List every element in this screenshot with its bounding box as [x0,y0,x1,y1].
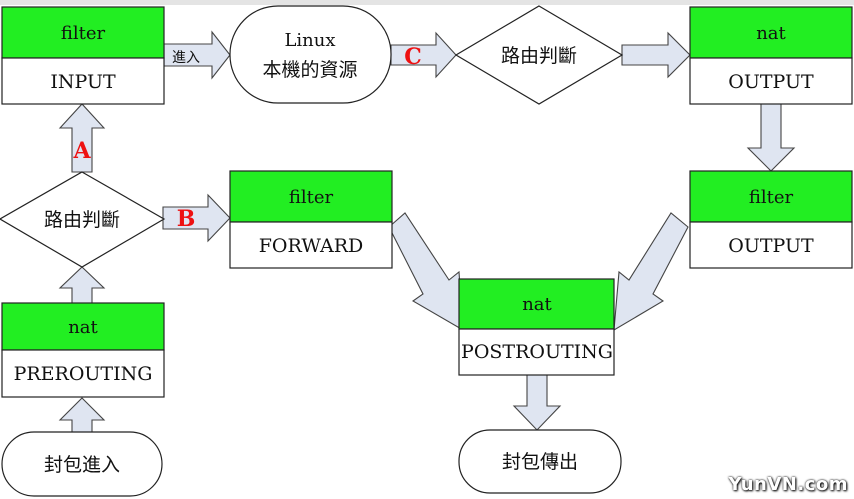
table-filter-output: filter OUTPUT [689,170,853,269]
table-postrouting-body [458,328,615,376]
arrow-postrouting-to-packet-out [512,374,562,431]
chain-forward-name: FORWARD [259,235,364,257]
routing-decision-left: 路由判斷 [0,171,166,268]
table-forward-body [229,221,393,269]
enter-label: 進入 [172,50,200,66]
table-postrouting-header [458,278,615,330]
packet-in-node: 封包進入 [1,431,163,497]
local-resource-node: Linux 本機的資源 [229,5,392,104]
table-postrouting: nat POSTROUTING [458,278,615,376]
table-input-name: filter [61,23,106,44]
table-nat-output-name: nat [756,23,786,44]
routing-decision-left-label: 路由判斷 [44,209,120,231]
packet-in-shape [1,431,163,497]
packet-out-node: 封包傳出 [458,429,622,494]
table-forward-name: filter [289,187,334,208]
arrow-local-to-routing [390,31,457,79]
chain-prerouting-name: PREROUTING [14,363,153,385]
watermark-logo: YunVN.com [728,474,848,495]
table-prerouting: nat PREROUTING [1,302,165,398]
chain-nat-output-name: OUTPUT [728,71,814,93]
path-label-b: B [177,206,196,232]
table-prerouting-header [1,302,165,351]
routing-decision-top: 路由判斷 [454,5,624,105]
local-resource-shape [229,5,392,104]
arrow-output-to-postrouting [613,212,689,332]
chain-input-name: INPUT [50,71,116,93]
arrow-nat-output-to-filter-output [746,103,796,172]
table-postrouting-name: nat [522,294,552,315]
table-nat-output-header [689,6,853,59]
table-filter-output-header [689,170,853,223]
local-resource-line2: 本機的資源 [262,59,357,81]
table-input: filter INPUT [1,6,165,105]
routing-decision-top-shape [454,5,624,105]
table-nat-output: nat OUTPUT [689,6,853,105]
arrow-packet-in-to-prerouting [58,397,106,433]
table-forward: filter FORWARD [229,170,393,269]
top-edge-bar [0,0,854,5]
chain-filter-output-name: OUTPUT [728,235,814,257]
arrow-routing-to-nat-output [621,31,691,79]
path-label-c: C [404,44,422,70]
table-nat-output-body [689,57,853,105]
table-prerouting-name: nat [68,317,98,338]
routing-decision-left-shape [0,171,166,268]
arrow-routing-to-forward [162,193,231,243]
table-input-header [1,6,165,59]
table-filter-output-body [689,221,853,269]
path-label-a: A [72,138,91,164]
arrow-prerouting-to-routing [58,266,106,304]
routing-decision-top-label: 路由判斷 [501,45,577,67]
chain-postrouting-name: POSTROUTING [461,341,613,363]
local-resource-line1: Linux [284,30,335,51]
table-prerouting-body [1,349,165,398]
packet-out-shape [458,429,622,494]
arrow-input-to-local [163,30,231,80]
packet-in-label: 封包進入 [44,454,120,476]
arrow-routing-to-input [58,103,106,173]
arrow-forward-to-postrouting [388,212,464,331]
packet-out-label: 封包傳出 [502,451,578,473]
table-input-body [1,57,165,105]
table-filter-output-name: filter [749,187,794,208]
